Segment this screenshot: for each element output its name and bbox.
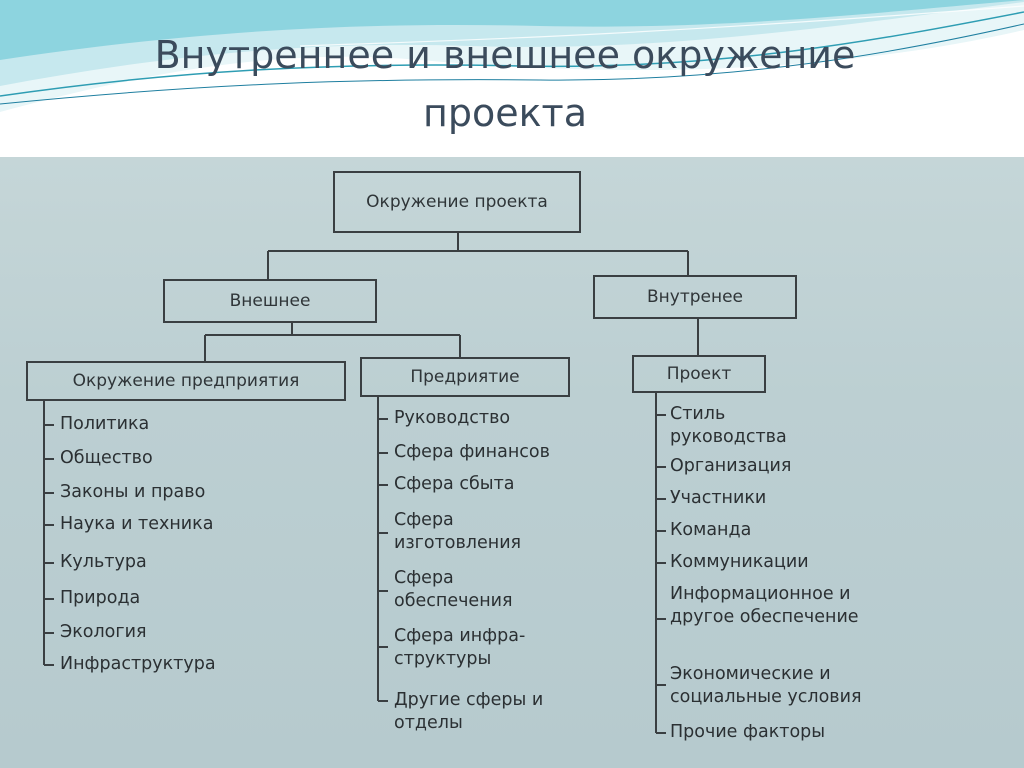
decorative-waves [0,0,1024,112]
enterprise-box: Предриятие [360,357,570,397]
list-item: Сфера изготовления [394,510,522,553]
list-item: Руководство [394,408,511,428]
external-box: Внешнее [163,279,377,323]
list-item: Политика [60,414,150,434]
list-item: Общество [60,448,153,468]
list-item: Стиль руководства [670,404,787,447]
list-item: Наука и техника [60,514,214,534]
list-item: Организация [670,456,792,476]
list-item: Экология [60,622,147,642]
list-item: Природа [60,588,141,608]
list-item: Информационное и другое обеспечение [670,584,859,627]
slide-header: Внутреннее и внешнее окружение проекта [0,0,1024,160]
list-item: Прочие факторы [670,722,826,742]
title-line-1: Внутреннее и внешнее окружение [154,33,856,77]
list-item: Инфраструктура [60,654,216,674]
diagram-connectors [43,233,699,734]
list-item: Сфера сбыта [394,474,515,494]
project-box: Проект [632,355,766,393]
title-line-2: проекта [423,91,587,135]
list-item: Другие сферы и отделы [394,690,544,733]
list-item: Культура [60,552,147,572]
root-box: Окружение проекта [333,171,581,233]
list-item: Сфера инфра-структуры [394,626,526,669]
list-item: Команда [670,520,752,540]
list-item: Законы и право [60,482,206,502]
list-item: Коммуникации [670,552,809,572]
list-item: Сфера финансов [394,442,550,462]
list-item: Экономические и социальные условия [670,664,862,707]
list-item: Сфера обеспечения [394,568,513,611]
internal-box: Внутренее [593,275,797,319]
slide-title: Внутреннее и внешнее окружение проекта [0,26,1010,142]
environment-diagram: Окружение проекта Внешнее Внутренее Окру… [0,157,1024,768]
enterprise-environment-box: Окружение предприятия [26,361,346,401]
list-item: Участники [670,488,767,508]
